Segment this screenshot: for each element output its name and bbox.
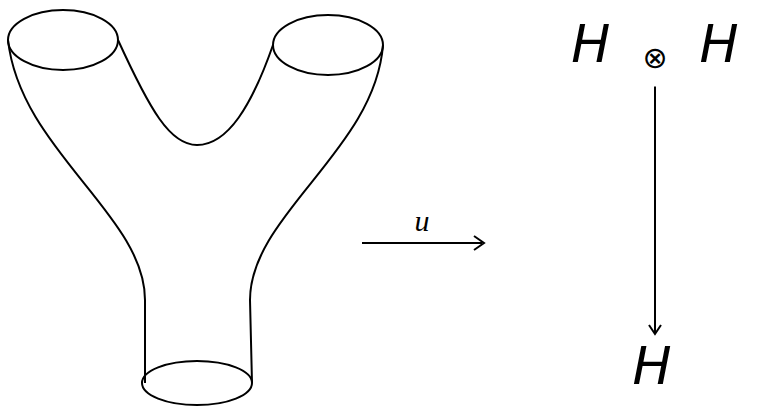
map-label: u [415, 206, 430, 236]
boundary-circle [142, 361, 252, 405]
space-node: H [632, 340, 671, 392]
map-arrowhead [474, 236, 484, 250]
map-arrow [649, 87, 661, 335]
boundary-circle [273, 15, 383, 75]
boundary-circle [8, 10, 118, 70]
space-symbol: H [632, 340, 671, 392]
surface-outline [8, 40, 145, 383]
surface-outline [250, 45, 383, 383]
space-node: H ⊗ H [571, 18, 738, 73]
space-symbol: H [700, 18, 739, 70]
tensor-symbol: ⊗ [642, 43, 667, 73]
surface-outline [118, 40, 273, 145]
map-arrow [362, 242, 482, 244]
space-symbol: H [571, 18, 610, 70]
